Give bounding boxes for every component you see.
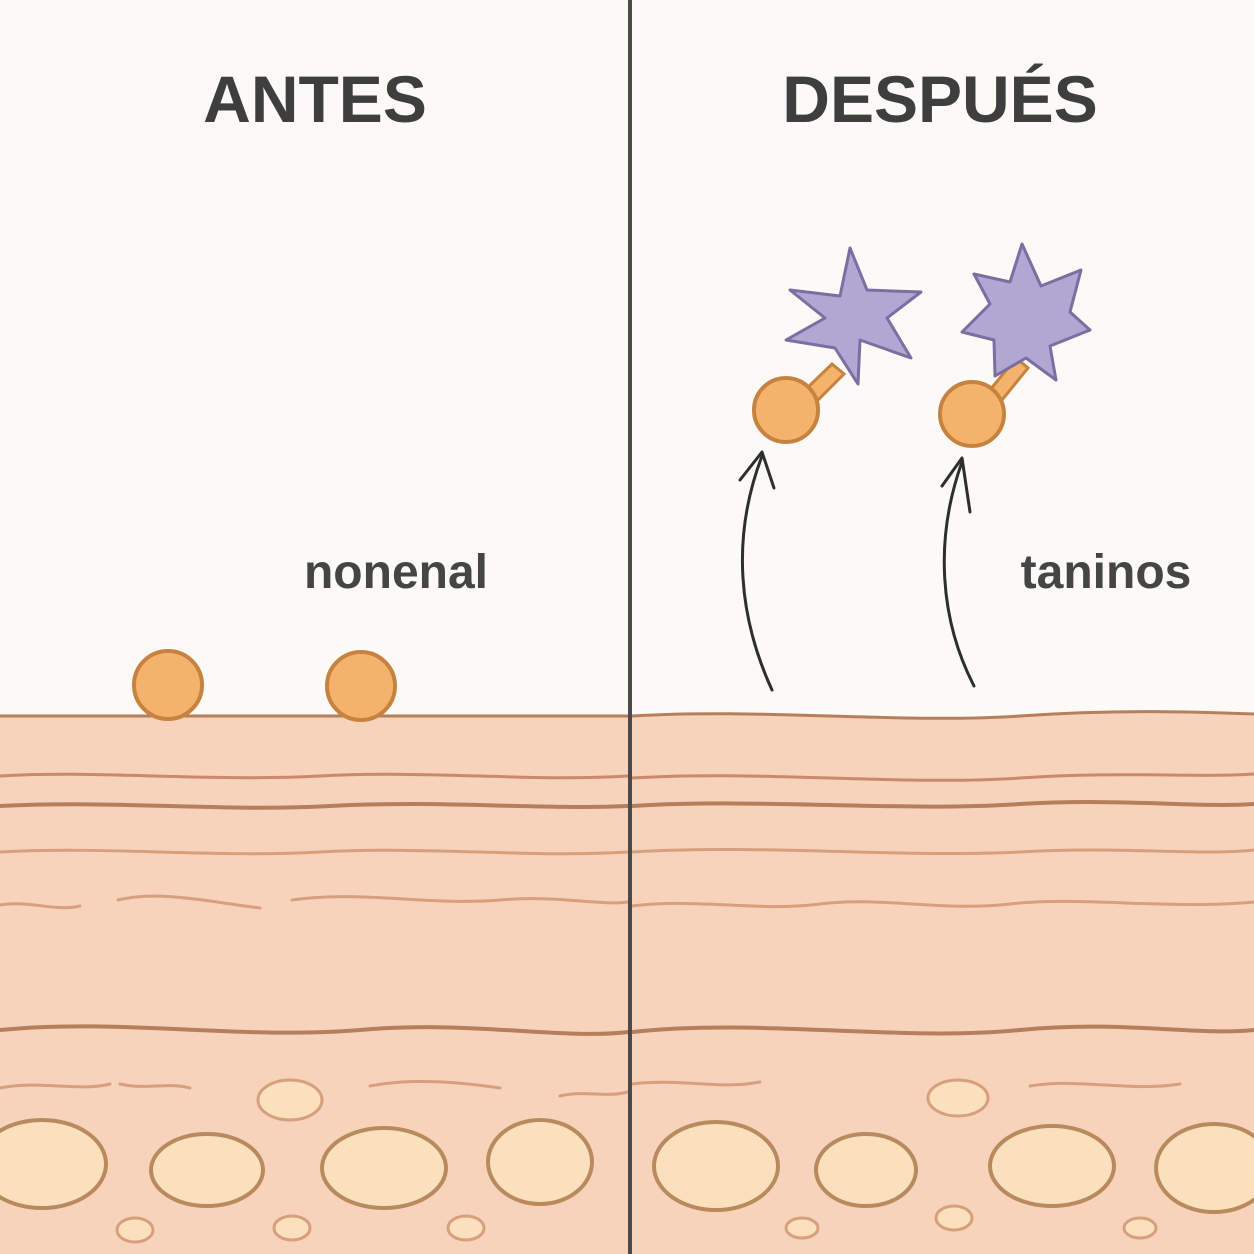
label-taninos: taninos [1021, 546, 1192, 599]
skin-right [632, 711, 1254, 1254]
skin-cells-right [652, 1078, 1254, 1240]
nonenal-molecule-icon [132, 649, 204, 721]
tannin-molecule-icon [960, 242, 1092, 382]
skin-layer-lines-left [0, 714, 630, 1098]
cell [926, 1078, 990, 1118]
nonenal-molecule-icon [938, 380, 1006, 448]
cell [149, 1132, 265, 1208]
cell [1154, 1122, 1254, 1214]
nonenal-molecule-icon [752, 376, 820, 444]
cell [652, 1120, 780, 1212]
cell [256, 1078, 324, 1122]
binding-arrows [738, 450, 976, 692]
cell [1122, 1216, 1158, 1240]
tannin-nonenal-complex [752, 246, 923, 444]
nonenal-molecules-before [132, 649, 397, 722]
cell [446, 1214, 486, 1242]
cell [486, 1118, 594, 1206]
label-nonenal: nonenal [304, 546, 488, 599]
title-after: DESPUÉS [782, 62, 1097, 136]
arrowhead [738, 450, 776, 490]
cell [934, 1204, 974, 1232]
skin-layer-lines-right [630, 710, 1254, 1089]
title-before: ANTES [203, 62, 427, 136]
skin-cells-left [0, 1078, 594, 1244]
nonenal-molecule-icon [325, 650, 397, 722]
tannin-molecule-icon [784, 246, 923, 386]
cell [0, 1118, 108, 1210]
tannin-nonenal-complex [938, 242, 1092, 448]
cell [988, 1124, 1116, 1208]
skin-cross-section [0, 710, 1254, 1254]
cell [814, 1132, 918, 1208]
cell [115, 1216, 155, 1244]
arrowhead [940, 456, 972, 514]
curved-up-arrow-icon [740, 454, 774, 692]
curved-up-arrow-icon [942, 460, 976, 688]
cell [272, 1214, 312, 1242]
cell [320, 1126, 448, 1210]
cell [784, 1216, 820, 1240]
